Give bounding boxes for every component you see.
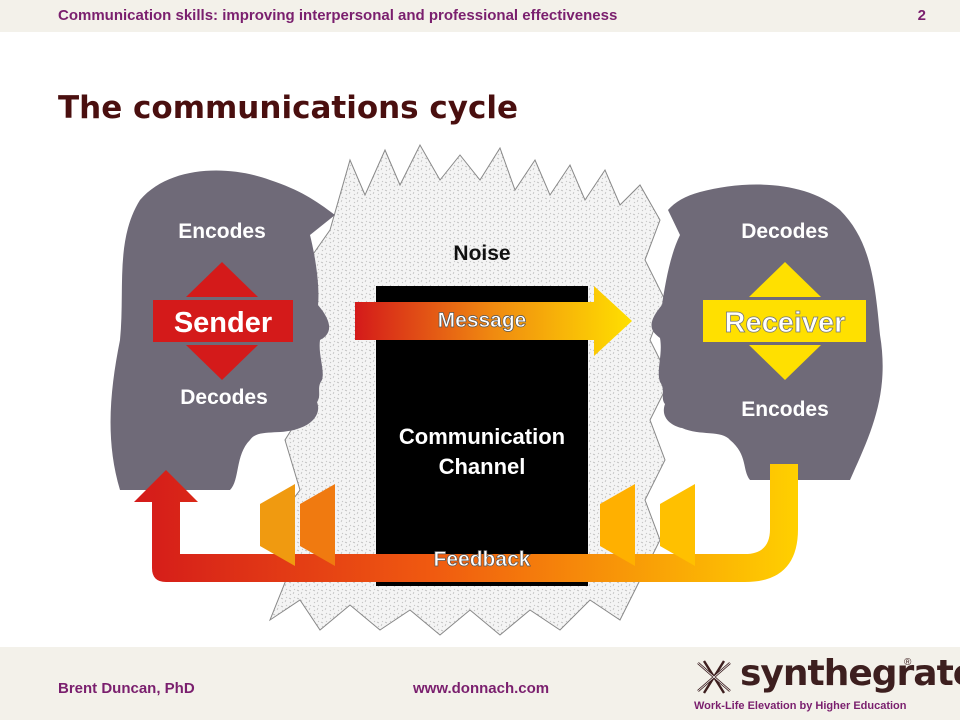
synthegrate-logo: synthegrate ® Work-Life Elevation by Hig… [694, 653, 960, 717]
double-arrow-icon [749, 345, 821, 380]
channel-label-line2: Channel [439, 454, 526, 479]
feedback-chevron [660, 484, 695, 566]
receiver-label: Receiver [725, 307, 846, 339]
receiver-box [703, 300, 866, 342]
logo-name: synthegrate [740, 653, 960, 694]
sender-top-label: Encodes [178, 220, 266, 243]
channel-label-line1: Communication [399, 424, 565, 449]
logo-tagline: Work-Life Elevation by Higher Education [694, 700, 907, 712]
deck-title: Communication skills: improving interper… [58, 7, 618, 24]
feedback-chevron [260, 484, 295, 566]
double-arrow-icon [749, 262, 821, 297]
double-arrow-icon [186, 262, 258, 297]
slide-title: The communications cycle [58, 90, 519, 126]
header-bar: Communication skills: improving interper… [0, 0, 960, 32]
page-number: 2 [917, 7, 926, 24]
receiver-bottom-label: Encodes [741, 398, 829, 421]
receiver-top-label: Decodes [741, 220, 829, 243]
sender-bottom-label: Decodes [180, 386, 268, 409]
noise-label: Noise [453, 242, 510, 265]
sender-label: Sender [174, 307, 272, 339]
logo-mark-icon [697, 660, 731, 694]
feedback-label: Feedback [434, 548, 531, 571]
feedback-chevron [600, 484, 635, 566]
author-name: Brent Duncan, PhD [58, 680, 195, 697]
sender-box [153, 300, 293, 342]
double-arrow-icon [186, 345, 258, 380]
footer-bar: Brent Duncan, PhD www.donnach.com synthe… [0, 647, 960, 720]
feedback-chevron [300, 484, 335, 566]
feedback-loop [134, 464, 798, 582]
logo-registered-mark: ® [904, 657, 912, 668]
message-arrow [355, 286, 632, 356]
website-link[interactable]: www.donnach.com [413, 680, 550, 697]
communication-cycle-diagram: Noise Message Feedback Encodes Sender De… [110, 143, 883, 636]
message-label: Message [438, 309, 527, 332]
